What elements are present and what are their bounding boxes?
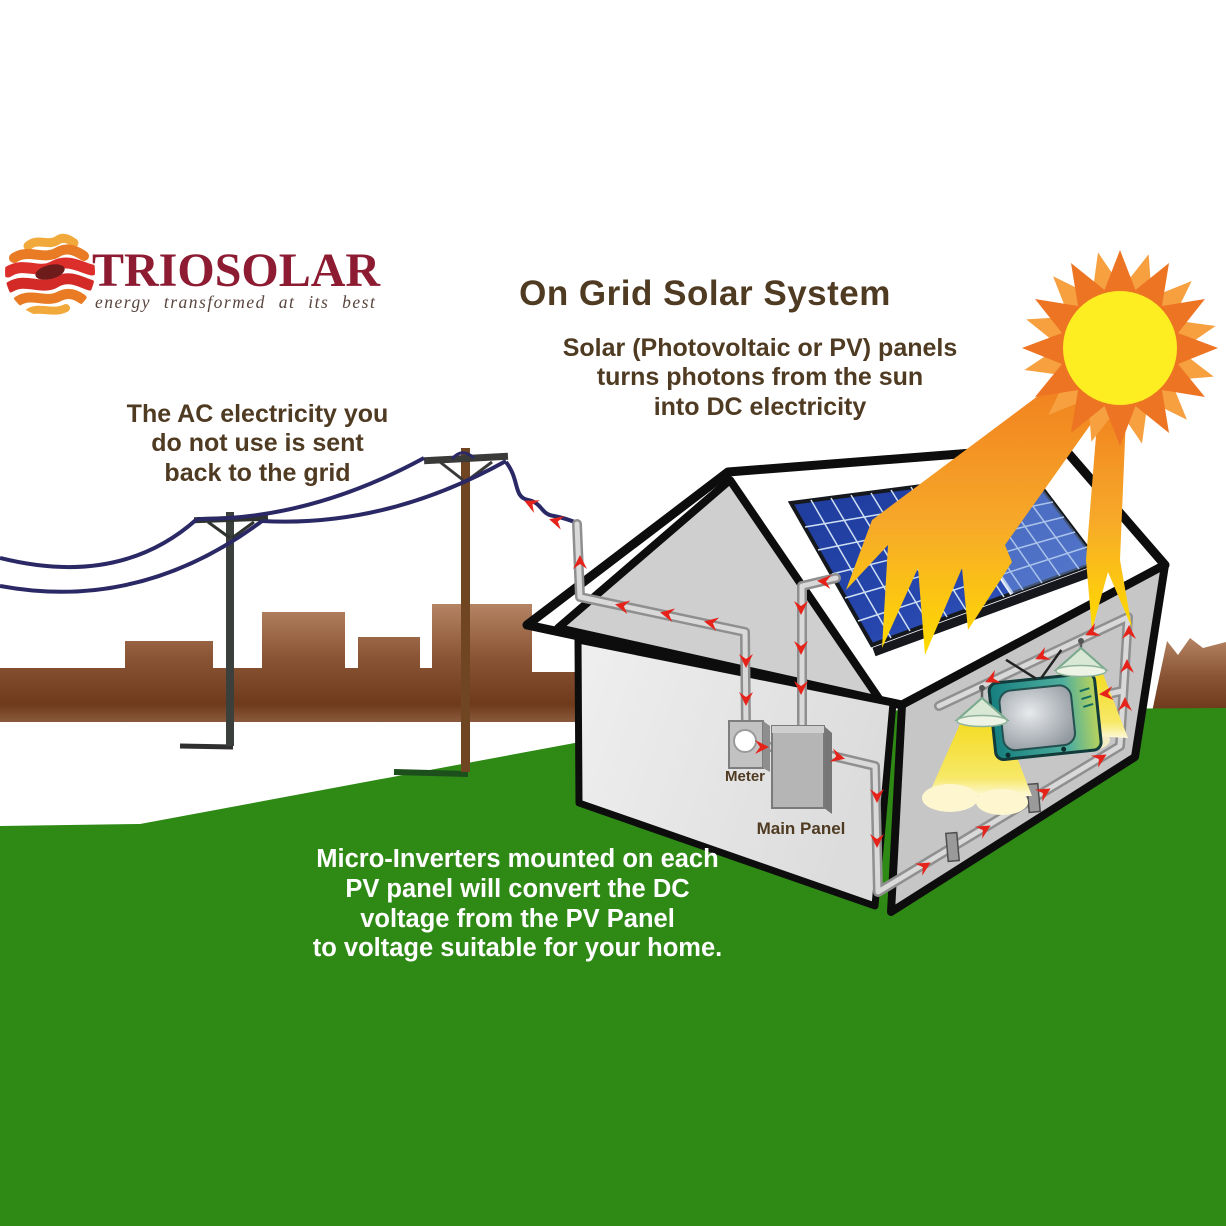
main-panel-box	[771, 725, 832, 814]
power-lines	[0, 451, 578, 594]
brand-tagline: energy transformed at its best	[95, 292, 377, 312]
left-wall	[574, 636, 897, 910]
main-panel-label: Main Panel	[756, 819, 846, 838]
annotation-grid-export: The AC electricity you do not use is sen…	[126, 400, 389, 487]
page-title: On Grid Solar System	[519, 274, 891, 313]
triosolar-logo-icon	[5, 233, 95, 317]
city-skyline	[0, 604, 1226, 722]
meter-label: Meter	[724, 768, 765, 785]
meter-dial	[733, 729, 757, 753]
house	[522, 441, 1170, 916]
interior-appliances	[922, 638, 1128, 815]
annotation-pv-panels: Solar (Photovoltaic or PV) panels turns …	[562, 334, 958, 421]
hanging-lamps	[954, 638, 1109, 728]
sun-icon	[1022, 250, 1218, 446]
annotation-micro-inverters: Micro-Inverters mounted on each PV panel…	[312, 845, 723, 963]
sun-beams	[846, 366, 1132, 655]
floor-posts	[944, 782, 1042, 863]
brand-name: TRIOSOLAR	[92, 244, 381, 297]
